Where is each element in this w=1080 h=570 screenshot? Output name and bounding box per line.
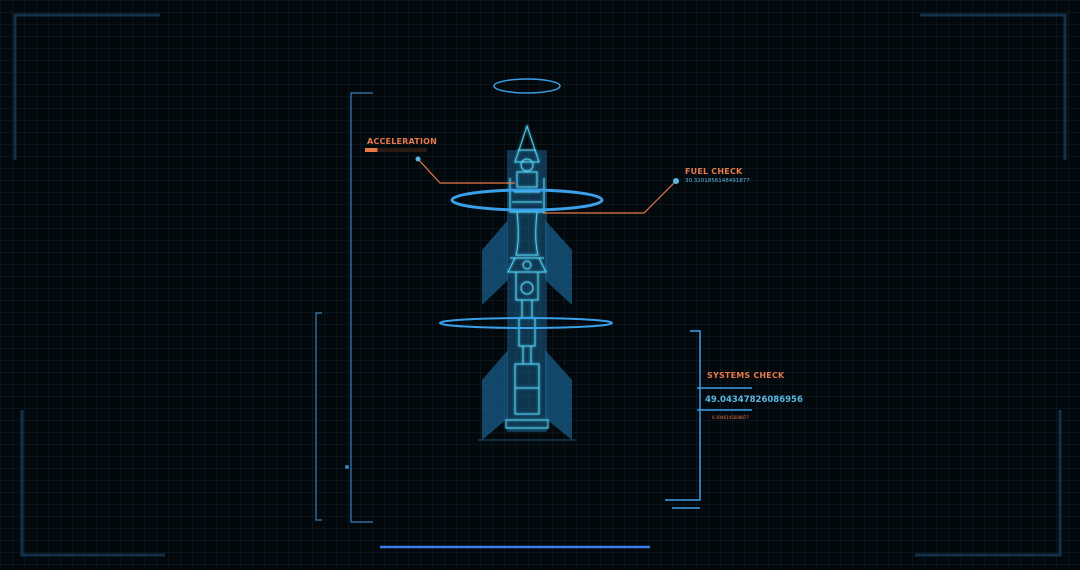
- systems-check-sub-value: 0.3946145608877: [712, 415, 749, 420]
- rocket-blueprint: [478, 124, 576, 441]
- acceleration-bar-fill: [365, 148, 378, 152]
- bracket-dot: [345, 465, 349, 469]
- acceleration-bar-track: [365, 148, 427, 152]
- corner-frames: [13, 13, 1067, 557]
- fuel-leader-line: [543, 180, 677, 214]
- left-brackets: [315, 92, 373, 523]
- acceleration-label: ACCELERATION: [367, 137, 438, 146]
- systems-check-value: 49.04347826086956: [705, 395, 803, 405]
- acceleration-leader-line: [417, 158, 515, 184]
- lower-ring: [439, 317, 613, 329]
- upper-ring: [450, 188, 604, 212]
- top-ring: [493, 78, 561, 94]
- fuel-check-label: FUEL CHECK: [685, 167, 743, 176]
- systems-check-label: SYSTEMS CHECK: [707, 371, 785, 380]
- fuel-check-value: 30.3201856148491877: [685, 178, 750, 184]
- right-bracket: [665, 330, 752, 509]
